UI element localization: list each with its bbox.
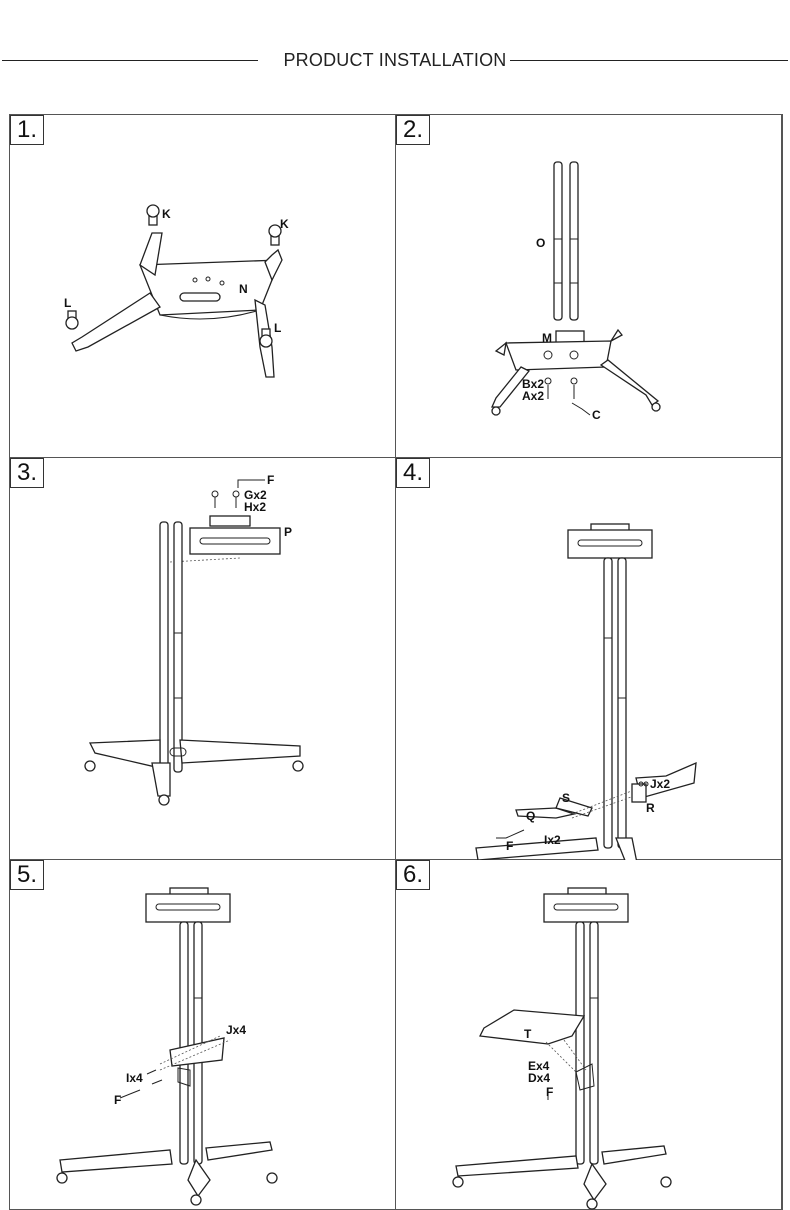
- label-m: M: [542, 331, 552, 345]
- label-f4: F: [506, 839, 513, 853]
- caster-k1-icon: [146, 204, 160, 226]
- label-i: Ix2: [544, 833, 561, 847]
- step-5-panel: 5. Jx4 Ix4 F: [10, 860, 396, 1210]
- label-f: F: [267, 473, 274, 487]
- label-p: P: [284, 525, 292, 539]
- label-h: Hx2: [244, 500, 266, 514]
- step-1-base-illustration: K K N L L: [64, 204, 289, 378]
- label-a: Ax2: [522, 389, 544, 403]
- step-5-bracket-fasten-illustration: Jx4 Ix4 F: [56, 887, 278, 1206]
- label-q: Q: [526, 809, 535, 823]
- step-3-mount-illustration: F Gx2 Hx2 P: [84, 473, 304, 806]
- label-s: S: [562, 791, 570, 805]
- label-o: O: [536, 236, 545, 250]
- step-1-panel: 1. K K N: [10, 115, 396, 458]
- label-b: Bx2: [522, 377, 544, 391]
- page-header: PRODUCT INSTALLATION: [0, 46, 790, 76]
- step-3-panel: 3. F Gx2 Hx2 P: [10, 458, 396, 860]
- label-k1: K: [162, 207, 171, 221]
- step-4-shelf-bracket-illustration: Jx2 S Q R F Ix2: [475, 523, 697, 860]
- label-f5: F: [114, 1093, 121, 1107]
- step-2-number: 2.: [396, 115, 430, 145]
- header-rule-right: [510, 60, 788, 61]
- caster-l1-icon: [65, 310, 79, 330]
- label-l2: L: [274, 321, 281, 335]
- label-r: R: [646, 801, 655, 815]
- step-6-number: 6.: [396, 860, 430, 890]
- step-4-number: 4.: [396, 458, 430, 488]
- label-g: Gx2: [244, 488, 267, 502]
- label-n: N: [239, 282, 248, 296]
- step-6-tray-illustration: T Ex4 Dx4 F: [452, 887, 672, 1210]
- label-d: Dx4: [528, 1071, 550, 1085]
- header-rule-left: [2, 60, 258, 61]
- label-e: Ex4: [528, 1059, 550, 1073]
- label-k2: K: [280, 217, 289, 231]
- step-2-panel: 2. O M Bx2 Ax2 C: [396, 115, 782, 458]
- caster-l2-icon: [259, 328, 273, 348]
- label-t: T: [524, 1027, 532, 1041]
- step-5-number: 5.: [10, 860, 44, 890]
- label-c: C: [592, 408, 601, 422]
- page-title: PRODUCT INSTALLATION: [283, 50, 507, 70]
- label-f6: F: [546, 1085, 553, 1099]
- step-3-number: 3.: [10, 458, 44, 488]
- step-6-panel: 6. T Ex4 Dx4 F: [396, 860, 782, 1210]
- label-j5: Jx4: [226, 1023, 246, 1037]
- step-2-column-illustration: O M Bx2 Ax2 C: [490, 161, 661, 422]
- caster-k2-icon: [268, 224, 282, 246]
- label-l1: L: [64, 296, 71, 310]
- label-i5: Ix4: [126, 1071, 143, 1085]
- step-1-number: 1.: [10, 115, 44, 145]
- label-j: Jx2: [650, 777, 670, 791]
- step-4-panel: 4. Jx2 S Q R F Ix2: [396, 458, 782, 860]
- installation-steps-grid: 1. K K N: [9, 114, 783, 1210]
